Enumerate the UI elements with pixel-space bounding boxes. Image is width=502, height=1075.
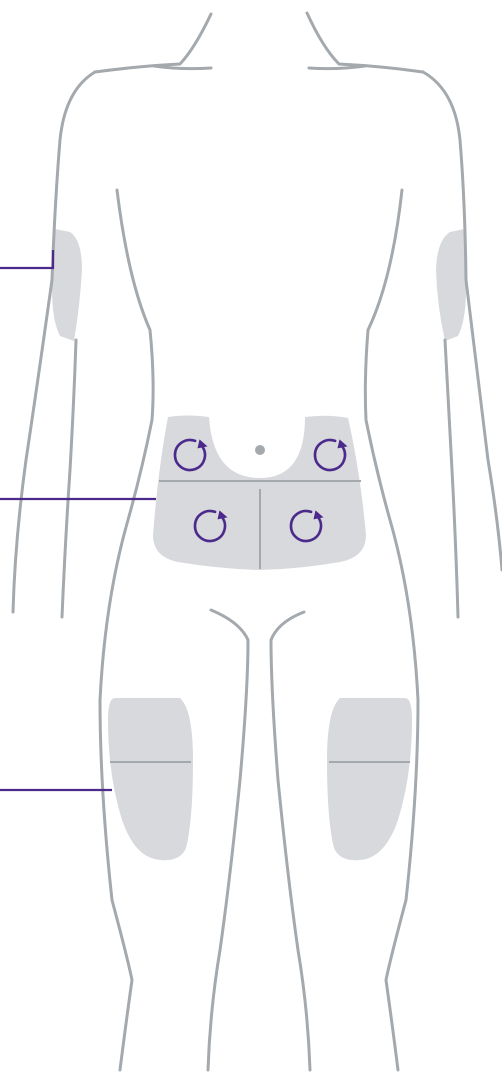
navel-dot [255,445,265,455]
torso-right [365,190,418,1070]
torso-left [100,190,153,1070]
right-arm-inner [445,340,458,617]
left-arm-zone [52,229,82,341]
leader-upper-arm [0,250,53,268]
right-thigh-zone [327,698,412,860]
abdomen-zone-group [153,416,366,571]
thigh-zones [108,698,412,860]
collar-right [309,66,365,69]
inner-thigh-left [208,610,248,1070]
left-thigh-zone [108,698,193,860]
collar-left [154,66,211,69]
inner-thigh-right [271,612,310,1070]
arm-zones [52,229,466,341]
right-arm-zone [436,229,466,341]
left-arm-inner [62,340,76,617]
left-arm-outer [13,72,95,612]
neck-right [307,13,423,72]
neck-left [95,14,211,72]
